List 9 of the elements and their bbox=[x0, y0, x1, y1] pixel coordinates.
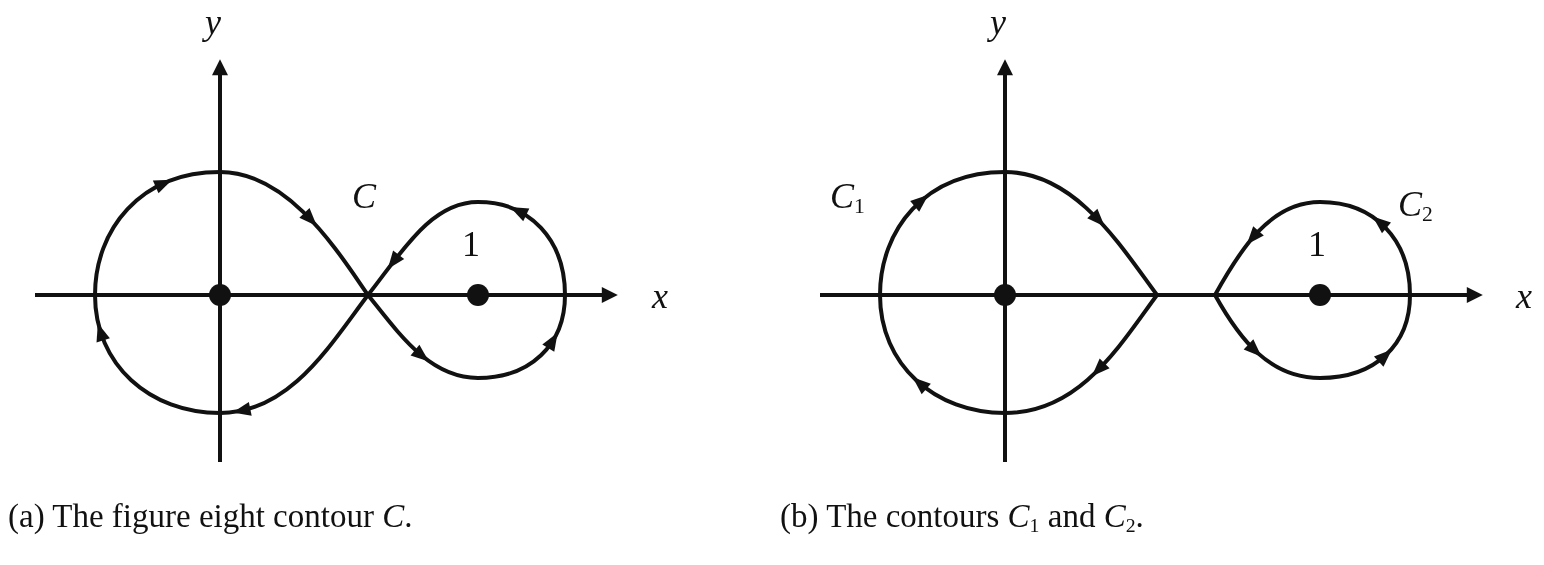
axis-label: C$_{2}$ bbox=[1398, 186, 1433, 226]
axis-label: C$_{1}$ bbox=[830, 178, 865, 218]
figure-caption: (a) The figure eight contour C. bbox=[8, 500, 413, 533]
axis-label: C bbox=[352, 178, 376, 214]
axis-label: 1 bbox=[1308, 226, 1326, 262]
axis-label: x bbox=[652, 278, 668, 314]
axis-label: 1 bbox=[462, 226, 480, 262]
figure-caption: (b) The contours C$_{1}$ and C$_{2}$. bbox=[780, 500, 1144, 536]
axis-label: x bbox=[1516, 278, 1532, 314]
